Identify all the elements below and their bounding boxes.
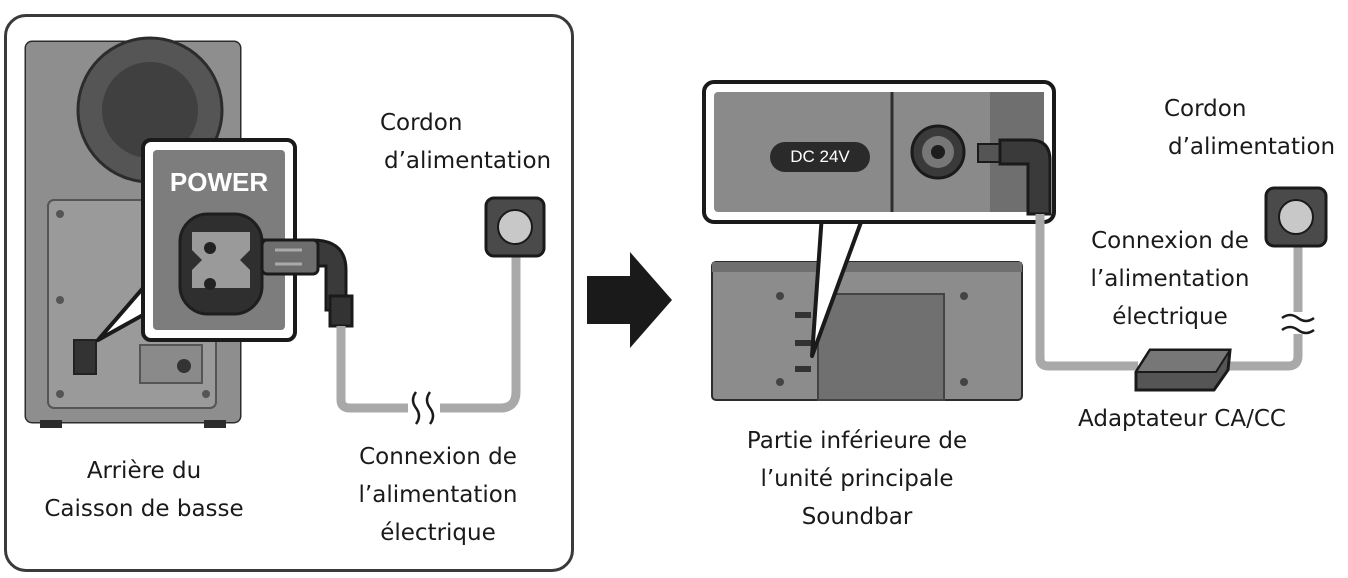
power-cable-left-1: [336, 326, 408, 413]
wall-outlet-icon: [484, 196, 546, 258]
subwoofer-line-2: Caisson de basse: [44, 496, 244, 522]
right-connection-line-2: l’alimentation: [1090, 266, 1250, 292]
power-socket-icon: [178, 212, 264, 316]
power-cable-right-1: [1035, 214, 1138, 371]
right-power-cord-line-1: Cordon: [1164, 96, 1247, 122]
right-connection-label: Connexion de l’alimentation électrique: [1062, 222, 1278, 336]
dc-jack-icon: [910, 124, 966, 180]
subwoofer-line-1: Arrière du: [86, 458, 202, 484]
left-connection-line-3: électrique: [380, 520, 496, 546]
right-connection-line-1: Connexion de: [1091, 228, 1249, 254]
ac-dc-adapter: [1134, 348, 1232, 392]
left-power-cord-label: Cordon d’alimentation: [352, 104, 582, 180]
power-plug-icon: [260, 238, 354, 328]
soundbar-line-2: l’unité principale: [760, 466, 954, 492]
left-connection-line-1: Connexion de: [359, 444, 517, 470]
soundbar-line-3: Soundbar: [801, 504, 913, 530]
soundbar-line-1: Partie inférieure de: [746, 428, 968, 454]
left-power-cord-line-1: Cordon: [380, 110, 463, 136]
dc-voltage-label: DC 24V: [790, 147, 850, 166]
dc-plug: [977, 138, 1052, 216]
subwoofer-label: Arrière du Caisson de basse: [24, 452, 264, 528]
arrow-right-icon: [587, 252, 672, 348]
power-cable-right-2: [1226, 334, 1303, 371]
left-connection-line-2: l’alimentation: [358, 482, 518, 508]
wall-outlet-icon: [1264, 186, 1328, 248]
right-connection-line-3: électrique: [1112, 304, 1228, 330]
soundbar-bottom: [711, 261, 1023, 401]
left-connection-label: Connexion de l’alimentation électrique: [320, 438, 556, 552]
power-inlet-small: [73, 339, 97, 375]
soundbar-label: Partie inférieure de l’unité principale …: [722, 422, 992, 536]
right-power-cord-label: Cordon d’alimentation: [1136, 90, 1342, 166]
power-cable-left-2: [440, 250, 521, 413]
power-label: POWER: [169, 167, 269, 197]
power-callout: [141, 138, 297, 342]
adapter-label: Adaptateur CA/CC: [1078, 406, 1286, 432]
left-power-cord-line-2: d’alimentation: [384, 148, 552, 174]
right-power-cord-line-2: d’alimentation: [1168, 134, 1336, 160]
